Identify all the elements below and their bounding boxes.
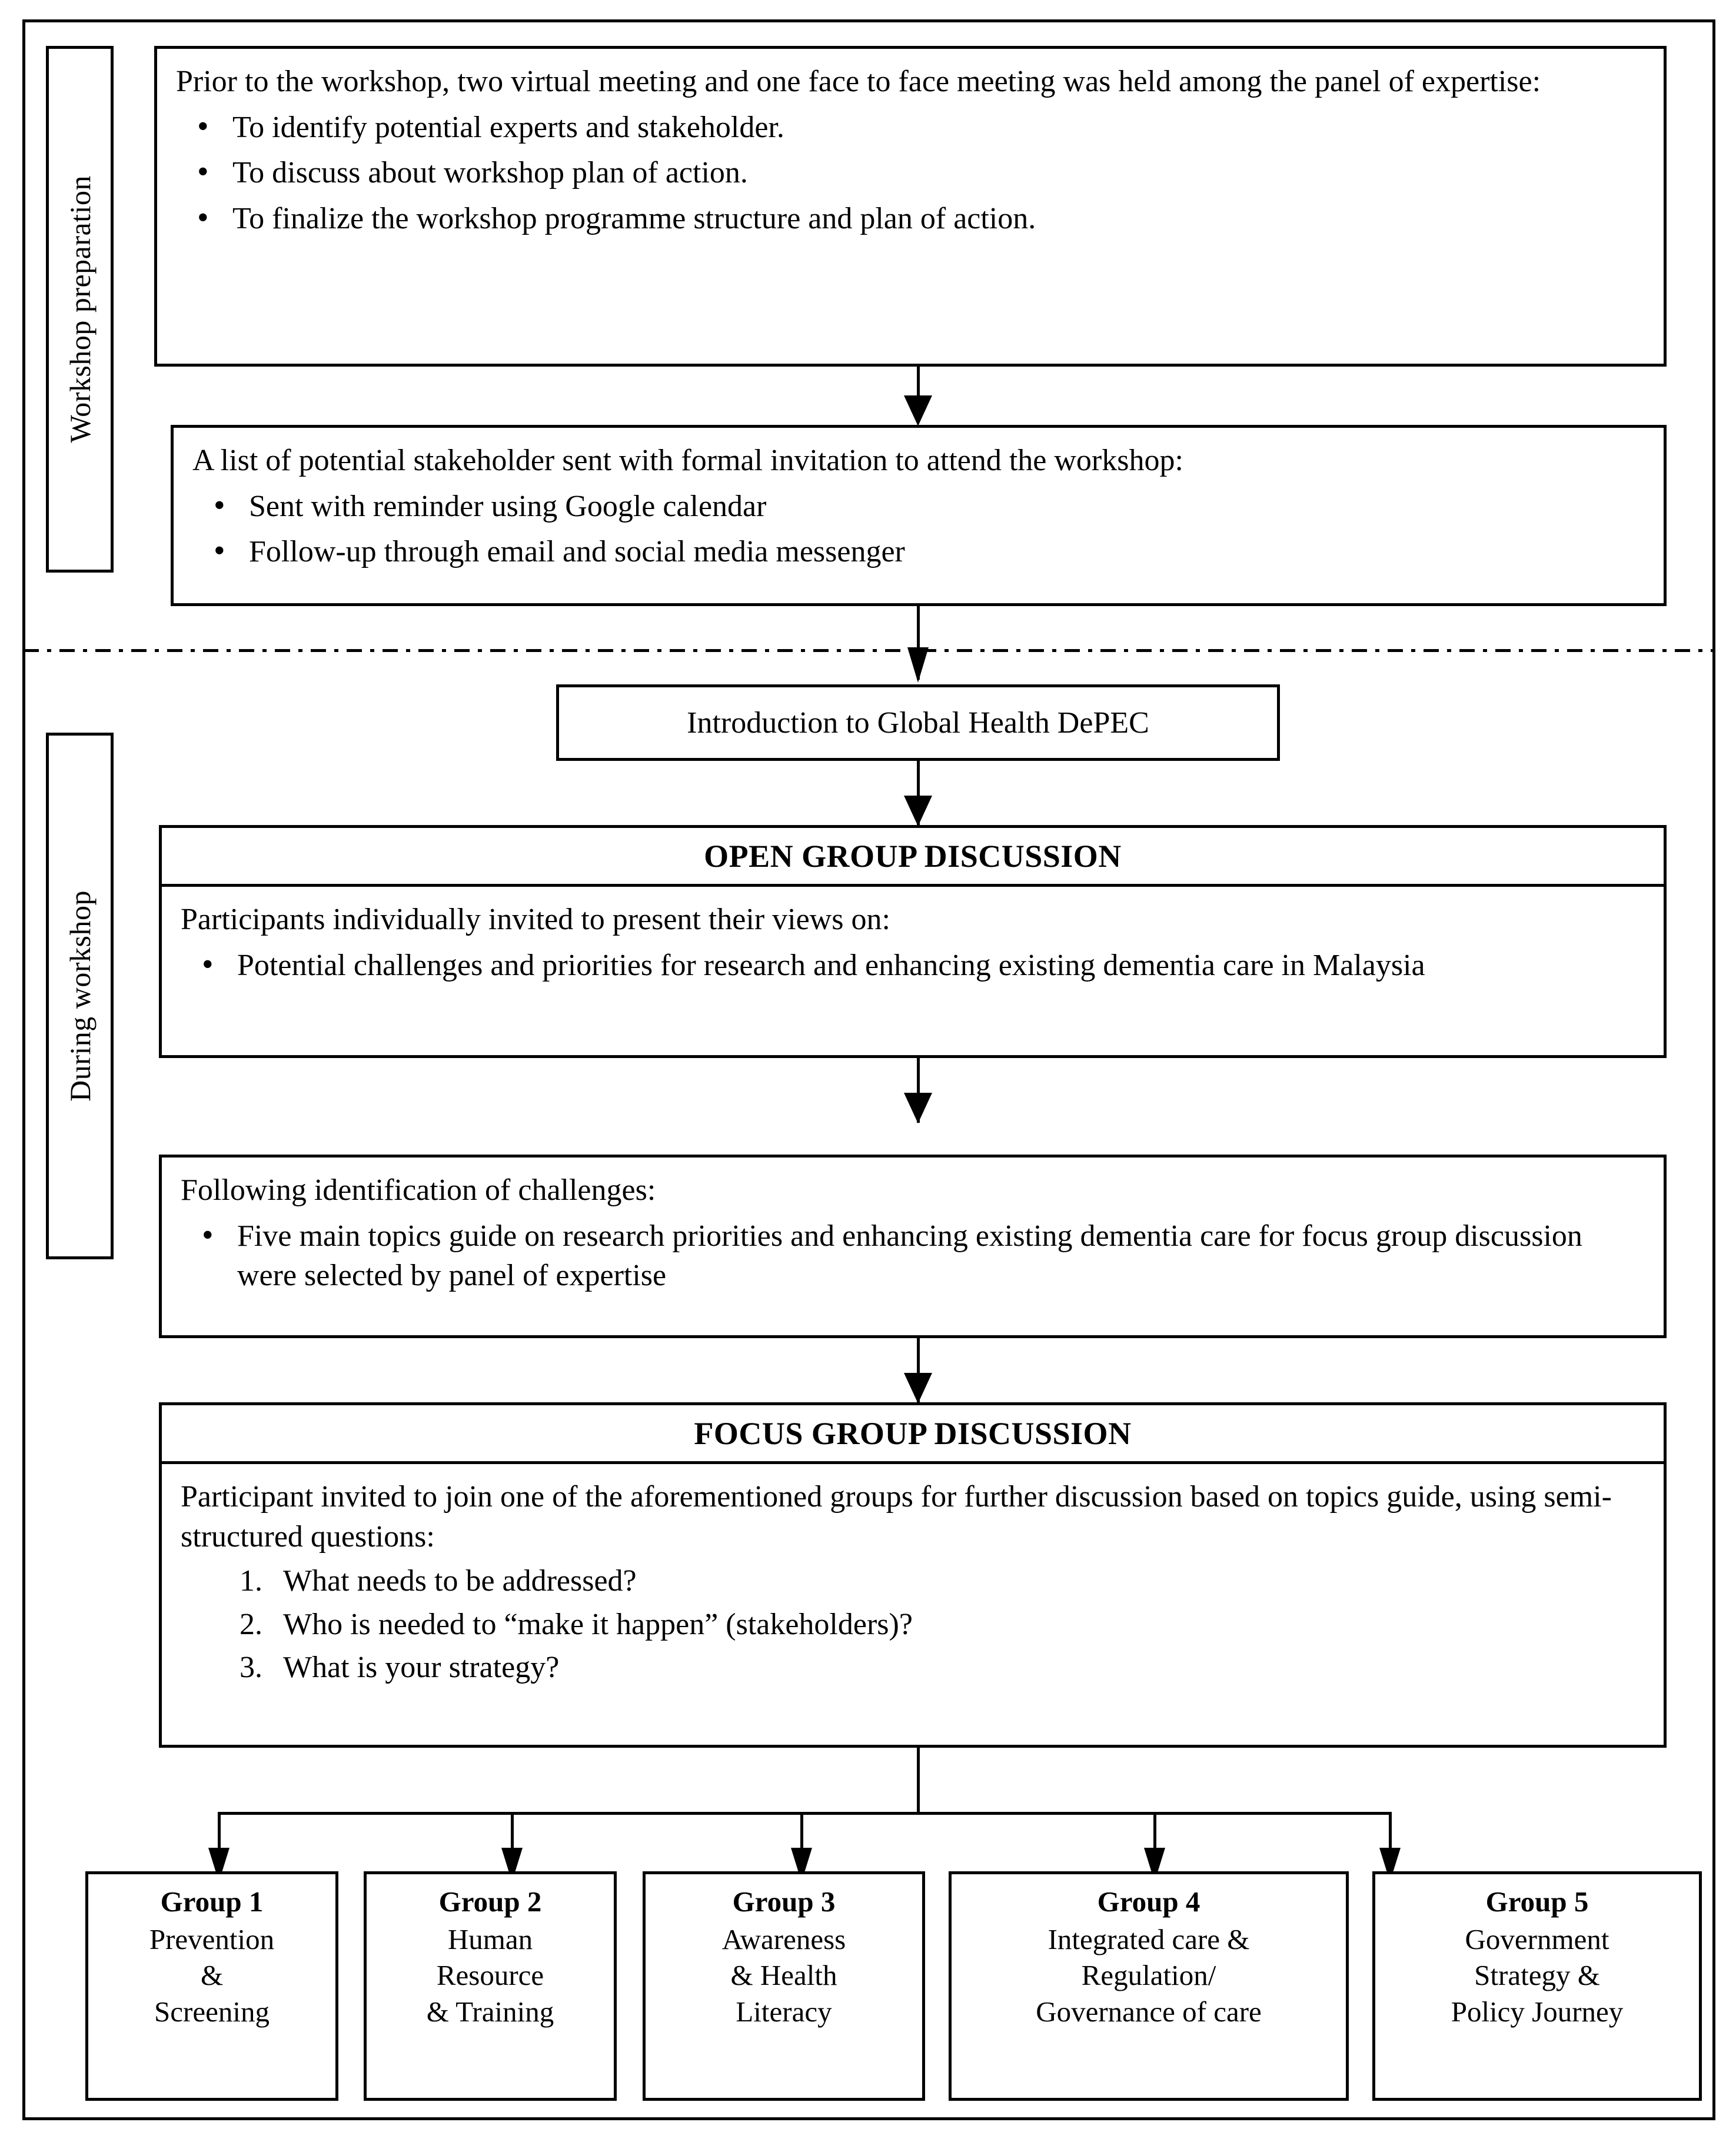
focus-group-question-list: What needs to be addressed? Who is neede… <box>181 1561 1646 1688</box>
list-item: To discuss about workshop plan of action… <box>176 151 1646 193</box>
focus-group-discussion-body-box: Participant invited to join one of the a… <box>159 1461 1667 1748</box>
phase-divider-line <box>24 649 1714 652</box>
list-item: To finalize the workshop programme struc… <box>176 197 1646 239</box>
following-challenges-bullet-list: Five main topics guide on research prior… <box>181 1214 1646 1296</box>
open-group-discussion-body-box: Participants individually invited to pre… <box>159 884 1667 1058</box>
list-item: What needs to be addressed? <box>240 1561 637 1601</box>
open-group-lead: Participants individually invited to pre… <box>181 903 890 936</box>
list-item: To identify potential experts and stakeh… <box>176 105 1646 148</box>
prep-meetings-lead: Prior to the workshop, two virtual meeti… <box>176 65 1541 98</box>
intro-depec-label: Introduction to Global Health DePEC <box>687 706 1149 740</box>
list-item: Five main topics guide on research prior… <box>181 1214 1646 1296</box>
focus-group-lead: Participant invited to join one of the a… <box>181 1480 1612 1554</box>
connector-opengroup-to-following-line <box>917 1058 920 1123</box>
prep-invitation-bullet-list: Sent with reminder using Google calendar… <box>192 484 1646 573</box>
connector-prep2-to-intro-arrowhead <box>907 647 929 683</box>
group-2-desc: Human Resource & Training <box>426 1923 554 2028</box>
connector-intro-to-opengroup-arrowhead <box>904 796 932 826</box>
group-box-2: Group 2 Human Resource & Training <box>364 1871 617 2101</box>
group-2-title: Group 2 <box>438 1885 542 1918</box>
list-item: Potential challenges and priorities for … <box>181 943 1646 986</box>
group-1-title: Group 1 <box>160 1885 264 1918</box>
diagram-outer-frame <box>22 19 1715 2120</box>
connector-opengroup-to-following-arrowhead <box>904 1093 932 1123</box>
following-challenges-lead: Following identification of challenges: <box>181 1173 656 1207</box>
group-5-title: Group 5 <box>1485 1885 1589 1918</box>
prep-meetings-bullet-list: To identify potential experts and stakeh… <box>176 105 1646 240</box>
connector-branch-group1-line <box>218 1812 221 1880</box>
group-box-1: Group 1 Prevention & Screening <box>85 1871 338 2101</box>
prep-invitation-lead: A list of potential stakeholder sent wit… <box>192 444 1183 477</box>
group-5-desc: Government Strategy & Policy Journey <box>1451 1923 1624 2028</box>
group-box-4: Group 4 Integrated care & Regulation/ Go… <box>949 1871 1349 2101</box>
focus-group-body: Participant invited to join one of the a… <box>162 1464 1664 1701</box>
list-item: Who is needed to “make it happen” (stake… <box>240 1605 913 1644</box>
phase-label-workshop-preparation-text: Workshop preparation <box>63 175 97 443</box>
open-group-discussion-header: OPEN GROUP DISCUSSION <box>159 825 1667 887</box>
phase-label-during-workshop: During workshop <box>46 733 114 1259</box>
phase-label-during-workshop-text: During workshop <box>63 890 97 1102</box>
group-4-title: Group 4 <box>1097 1885 1200 1918</box>
group-box-3: Group 3 Awareness & Health Literacy <box>643 1871 925 2101</box>
intro-depec-box: Introduction to Global Health DePEC <box>556 684 1280 761</box>
prep-meetings-body: Prior to the workshop, two virtual meeti… <box>157 49 1664 251</box>
group-box-5: Group 5 Government Strategy & Policy Jou… <box>1372 1871 1702 2101</box>
list-item: Follow-up through email and social media… <box>192 530 1646 572</box>
connector-prep1-to-prep2-arrowhead <box>904 395 932 426</box>
connector-intro-to-opengroup-line <box>917 761 920 826</box>
list-item: What is your strategy? <box>240 1648 560 1687</box>
group-3-desc: Awareness & Health Literacy <box>721 1923 846 2028</box>
connector-branch-group3-line <box>800 1812 803 1880</box>
following-challenges-box: Following identification of challenges: … <box>159 1155 1667 1338</box>
group-4-desc: Integrated care & Regulation/ Governance… <box>1036 1923 1262 2028</box>
connector-prep2-to-intro-line <box>917 606 920 680</box>
connector-following-to-focusgroup-line <box>917 1338 920 1403</box>
connector-prep1-to-prep2-line <box>917 367 920 402</box>
focus-group-discussion-header: FOCUS GROUP DISCUSSION <box>159 1402 1667 1464</box>
connector-branch-group5-line <box>1389 1812 1392 1880</box>
connector-focusgroup-bus-line <box>218 1812 1389 1815</box>
list-item: Sent with reminder using Google calendar <box>192 484 1646 527</box>
connector-focusgroup-trunk-line <box>917 1747 920 1814</box>
following-challenges-body: Following identification of challenges: … <box>162 1158 1664 1309</box>
connector-branch-group2-line <box>511 1812 514 1880</box>
prep-meetings-box: Prior to the workshop, two virtual meeti… <box>154 46 1667 367</box>
group-3-title: Group 3 <box>732 1885 836 1918</box>
connector-branch-group4-line <box>1153 1812 1156 1880</box>
prep-invitation-box: A list of potential stakeholder sent wit… <box>171 425 1667 606</box>
prep-invitation-body: A list of potential stakeholder sent wit… <box>174 428 1664 585</box>
phase-label-workshop-preparation: Workshop preparation <box>46 46 114 573</box>
connector-following-to-focusgroup-arrowhead <box>904 1373 932 1403</box>
open-group-body: Participants individually invited to pre… <box>162 887 1664 998</box>
open-group-bullet-list: Potential challenges and priorities for … <box>181 943 1646 986</box>
group-1-desc: Prevention & Screening <box>149 1923 275 2028</box>
